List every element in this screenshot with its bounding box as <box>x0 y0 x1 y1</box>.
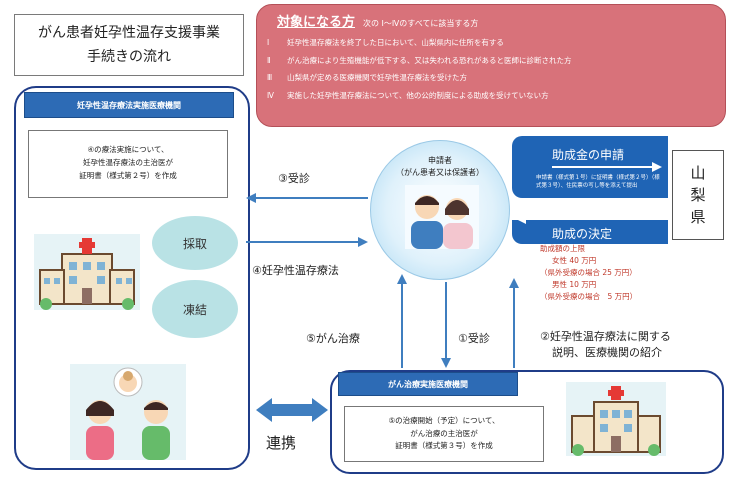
arrow-right-icon <box>552 162 662 172</box>
fertility-certificate-note: ④の療法実施について、 妊孕性温存療法の主治医が 証明書（様式第２号）を作成 <box>28 130 228 198</box>
couple-illustration <box>405 185 479 249</box>
yamanashi-prefecture-box: 山 梨 県 <box>672 150 724 240</box>
flow-label-intro2-line1: ②妊孕性温存療法に関する <box>540 330 671 343</box>
title-line2: 手続きの流れ <box>87 49 171 65</box>
eligibility-heading: 対象になる方 <box>277 15 356 30</box>
flow-label-consult3: ③受診 <box>278 172 310 185</box>
decision-heading: 助成の決定 <box>552 227 613 241</box>
hospital-icon <box>566 382 666 456</box>
flow-label-cancer5: ⑤がん治療 <box>306 332 360 345</box>
title-box: がん患者妊孕性温存支援事業 手続きの流れ <box>14 14 244 76</box>
cancer-certificate-note: ⑤の治療開始（予定）について、 がん治療の主治医が 証明書（様式第３号）を作成 <box>344 406 544 462</box>
family-illustration <box>70 364 186 460</box>
grant-amounts: 助成額の上限 女性 40 万円 （県外受療の場合 25 万円） 男性 10 万円… <box>540 244 638 301</box>
decision-box: 助成の決定 <box>512 220 668 244</box>
flow-label-intro2-line2: 説明、医療機関の紹介 <box>552 346 662 359</box>
title-line1: がん患者妊孕性温存支援事業 <box>38 25 220 41</box>
applicant-sublabel: （がん患者又は保護者） <box>396 168 484 177</box>
hospital-icon <box>34 234 140 310</box>
cancer-institution-banner: がん治療実施医療機関 <box>338 372 518 396</box>
freezing-oval: 凍結 <box>152 280 238 338</box>
collection-oval: 採取 <box>152 216 238 270</box>
eligibility-subheading: 次の Ⅰ～Ⅳのすべてに該当する方 <box>363 19 479 28</box>
applicant-label: 申請者 <box>428 156 452 165</box>
applicant-circle: 申請者 （がん患者又は保護者） <box>370 140 510 280</box>
flow-label-consult1: ①受診 <box>458 332 490 345</box>
flow-label-therapy4: ④妊孕性温存療法 <box>252 264 339 277</box>
application-heading: 助成金の申請 <box>552 148 625 162</box>
cooperation-label: 連携 <box>266 434 297 452</box>
arrow-left-icon <box>516 214 666 224</box>
application-detail: 申請書（様式第１号）に証明書（様式第２号）（様式第３号）、住民票の写し等を添えて… <box>536 175 660 189</box>
fertility-institution-banner: 妊孕性温存療法実施医療機関 <box>24 92 234 118</box>
